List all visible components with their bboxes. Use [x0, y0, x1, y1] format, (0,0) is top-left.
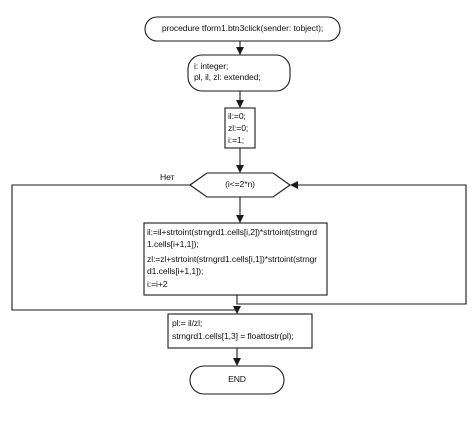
init-process-block: [224, 107, 256, 149]
init-line-1: il:=0;: [228, 111, 246, 121]
init-line-3: i:=1;: [228, 135, 244, 145]
init-line-2: zl:=0;: [228, 123, 249, 133]
result-line-1: pl:= il/zl;: [172, 318, 203, 328]
loop-body-line-1: il:=il+strtoint(strngrd1.cells[i,2])*str…: [147, 227, 317, 237]
branch-no-label: Нет: [160, 172, 175, 182]
declarations-line-1: i: integer;: [194, 61, 229, 71]
declarations-block: [187, 54, 291, 92]
loop-body-line-3: zl:=zl+strtoint(strngrd1.cells[i,1])*str…: [147, 254, 318, 264]
loop-body-line-2: 1.cells[i+1,1]);: [147, 239, 199, 249]
condition-label: (i<=2*n): [225, 179, 255, 189]
start-label: procedure tform1.btn3click(sender: tobje…: [161, 23, 324, 33]
loop-body-block: [143, 222, 328, 296]
result-process-block: [167, 313, 313, 349]
end-label: END: [228, 374, 246, 384]
loop-body-line-5: i:=i+2: [147, 279, 168, 289]
declarations-line-2: pl, il, zl: extended;: [194, 72, 261, 82]
result-line-2: strngrd1.cells[1,3] = floattostr(pl);: [172, 331, 294, 341]
end-terminator: [189, 365, 285, 395]
loop-body-line-4: d1.cells[i+1,1]);: [147, 266, 204, 276]
start-terminator: [144, 16, 341, 42]
connector-loop-back: [236, 181, 467, 305]
